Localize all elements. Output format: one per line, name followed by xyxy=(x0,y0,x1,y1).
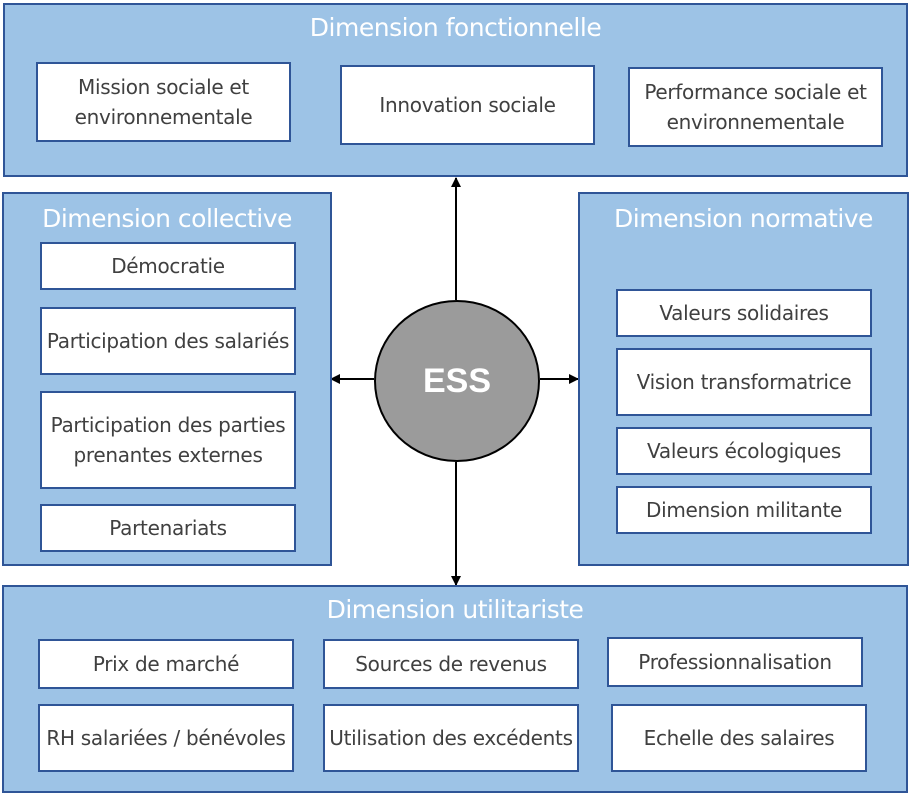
item-box: Professionnalisation xyxy=(607,637,863,687)
panel-normative: Dimension normative Valeurs solidaires V… xyxy=(578,192,909,566)
item-box: Valeurs solidaires xyxy=(616,289,872,337)
item-label: Utilisation des excédents xyxy=(329,726,573,750)
item-box: Vision transformatrice xyxy=(616,348,872,416)
panel-collective: Dimension collective Démocratie Particip… xyxy=(2,192,332,566)
item-label: Participation des salariés xyxy=(46,329,290,353)
item-box: Mission sociale et environnementale xyxy=(36,62,291,142)
item-box: Performance sociale et environnementale xyxy=(628,67,883,147)
item-label: Professionnalisation xyxy=(638,650,832,674)
item-label: Sources de revenus xyxy=(355,652,547,676)
item-box: RH salariées / bénévoles xyxy=(38,704,294,772)
item-box: Participation des salariés xyxy=(40,307,296,375)
item-box: Démocratie xyxy=(40,242,296,290)
panel-title: Dimension utilitariste xyxy=(326,595,584,624)
panel-title: Dimension normative xyxy=(614,204,873,233)
hub-label: ESS xyxy=(422,361,492,400)
item-label: Valeurs solidaires xyxy=(659,301,829,325)
panel-fonctionnelle: Dimension fonctionnelle Mission sociale … xyxy=(3,3,908,177)
item-label: Vision transformatrice xyxy=(636,370,852,394)
item-box: Partenariats xyxy=(40,504,296,552)
item-box: Prix de marché xyxy=(38,639,294,689)
item-label: Dimension militante xyxy=(645,498,843,522)
item-label: Partenariats xyxy=(109,516,227,540)
panel-title: Dimension collective xyxy=(42,204,292,233)
item-label: Démocratie xyxy=(111,254,225,278)
item-box: Innovation sociale xyxy=(340,65,595,145)
item-label: Participation des parties prenantes exte… xyxy=(50,413,286,467)
item-label: Innovation sociale xyxy=(379,93,556,117)
item-box: Dimension militante xyxy=(616,486,872,534)
item-label: Performance sociale et environnementale xyxy=(644,80,867,134)
item-box: Utilisation des excédents xyxy=(323,704,579,772)
panel-title: Dimension fonctionnelle xyxy=(309,13,602,42)
item-box: Participation des parties prenantes exte… xyxy=(40,391,296,489)
item-label: Valeurs écologiques xyxy=(647,439,841,463)
item-box: Echelle des salaires xyxy=(611,704,867,772)
item-box: Sources de revenus xyxy=(323,639,579,689)
item-label: Echelle des salaires xyxy=(643,726,835,750)
item-label: Mission sociale et environnementale xyxy=(74,75,253,129)
item-box: Valeurs écologiques xyxy=(616,427,872,475)
ess-hub: ESS xyxy=(374,300,540,462)
item-label: RH salariées / bénévoles xyxy=(46,726,286,750)
panel-utilitariste: Dimension utilitariste Prix de marché So… xyxy=(2,585,908,793)
item-label: Prix de marché xyxy=(92,652,240,676)
